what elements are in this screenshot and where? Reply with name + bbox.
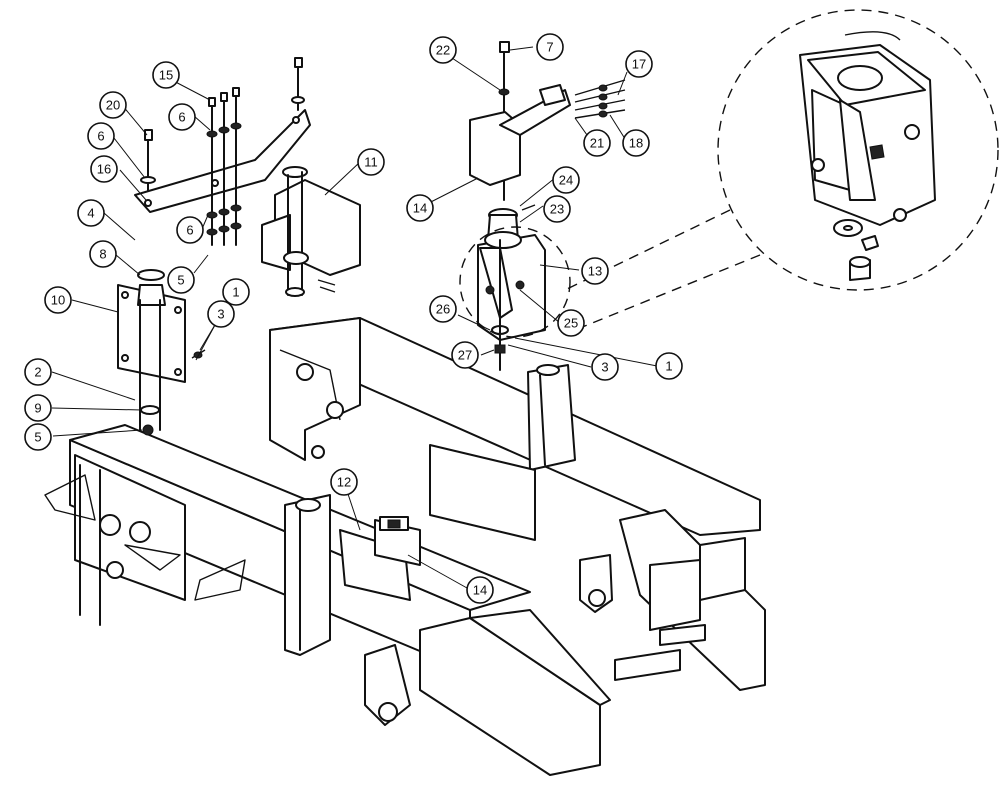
callout-17: 17 xyxy=(625,50,653,78)
svg-text:4: 4 xyxy=(87,206,94,221)
callout-16: 16 xyxy=(90,155,118,183)
callout-20: 20 xyxy=(99,91,127,119)
svg-text:6: 6 xyxy=(186,223,193,238)
svg-text:18: 18 xyxy=(629,136,643,151)
callout-6-left: 6 xyxy=(87,122,115,150)
svg-text:3: 3 xyxy=(601,360,608,375)
callout-11: 11 xyxy=(357,148,385,176)
svg-text:22: 22 xyxy=(436,43,450,58)
svg-text:6: 6 xyxy=(178,110,185,125)
callout-15: 15 xyxy=(152,61,180,89)
svg-text:20: 20 xyxy=(106,98,120,113)
svg-text:23: 23 xyxy=(550,202,564,217)
callout-14-upper: 14 xyxy=(406,194,434,222)
callout-12: 12 xyxy=(330,468,358,496)
svg-text:11: 11 xyxy=(364,155,378,170)
callout-27: 27 xyxy=(451,341,479,369)
svg-text:13: 13 xyxy=(588,264,602,279)
svg-text:9: 9 xyxy=(34,401,41,416)
svg-text:17: 17 xyxy=(632,57,646,72)
callout-6-mid: 6 xyxy=(176,216,204,244)
svg-text:21: 21 xyxy=(590,136,604,151)
svg-text:25: 25 xyxy=(564,316,578,331)
svg-text:7: 7 xyxy=(546,40,553,55)
callout-3-left: 3 xyxy=(207,300,235,328)
callout-5-lower: 5 xyxy=(24,423,52,451)
detail-view-inset xyxy=(564,9,999,331)
callout-3-right: 3 xyxy=(591,353,619,381)
svg-text:8: 8 xyxy=(99,247,106,262)
svg-text:14: 14 xyxy=(473,583,487,598)
callout-10: 10 xyxy=(44,286,72,314)
callout-24: 24 xyxy=(552,166,580,194)
callout-25: 25 xyxy=(557,309,585,337)
callout-4: 4 xyxy=(77,199,105,227)
svg-text:26: 26 xyxy=(436,302,450,317)
callout-2: 2 xyxy=(24,358,52,386)
callout-1-left: 1 xyxy=(222,278,250,306)
callout-13: 13 xyxy=(581,257,609,285)
svg-text:27: 27 xyxy=(458,348,472,363)
upper-left-bracket-assembly xyxy=(117,57,361,436)
upper-right-bracket-assembly xyxy=(459,41,626,371)
svg-text:2: 2 xyxy=(34,365,41,380)
svg-text:5: 5 xyxy=(34,430,41,445)
svg-text:15: 15 xyxy=(159,68,173,83)
callout-26: 26 xyxy=(429,295,457,323)
callout-9: 9 xyxy=(24,394,52,422)
svg-text:14: 14 xyxy=(413,201,427,216)
svg-text:10: 10 xyxy=(51,293,65,308)
svg-text:3: 3 xyxy=(217,307,224,322)
callout-14-lower: 14 xyxy=(466,576,494,604)
svg-text:12: 12 xyxy=(337,475,351,490)
main-frame xyxy=(44,317,766,776)
callout-8: 8 xyxy=(89,240,117,268)
callout-bubbles: 7 22 17 18 21 14 24 23 13 25 26 27 1 3 1… xyxy=(24,33,683,604)
callout-7: 7 xyxy=(536,33,564,61)
svg-text:6: 6 xyxy=(97,129,104,144)
callout-5-upper: 5 xyxy=(167,266,195,294)
svg-text:5: 5 xyxy=(177,273,184,288)
callout-23: 23 xyxy=(543,195,571,223)
svg-text:1: 1 xyxy=(665,359,672,374)
callout-1-right: 1 xyxy=(655,352,683,380)
callout-22: 22 xyxy=(429,36,457,64)
svg-text:16: 16 xyxy=(97,162,111,177)
svg-text:24: 24 xyxy=(559,173,573,188)
callout-6-top: 6 xyxy=(168,103,196,131)
callout-21: 21 xyxy=(583,129,611,157)
svg-text:1: 1 xyxy=(232,285,239,300)
callout-18: 18 xyxy=(622,129,650,157)
